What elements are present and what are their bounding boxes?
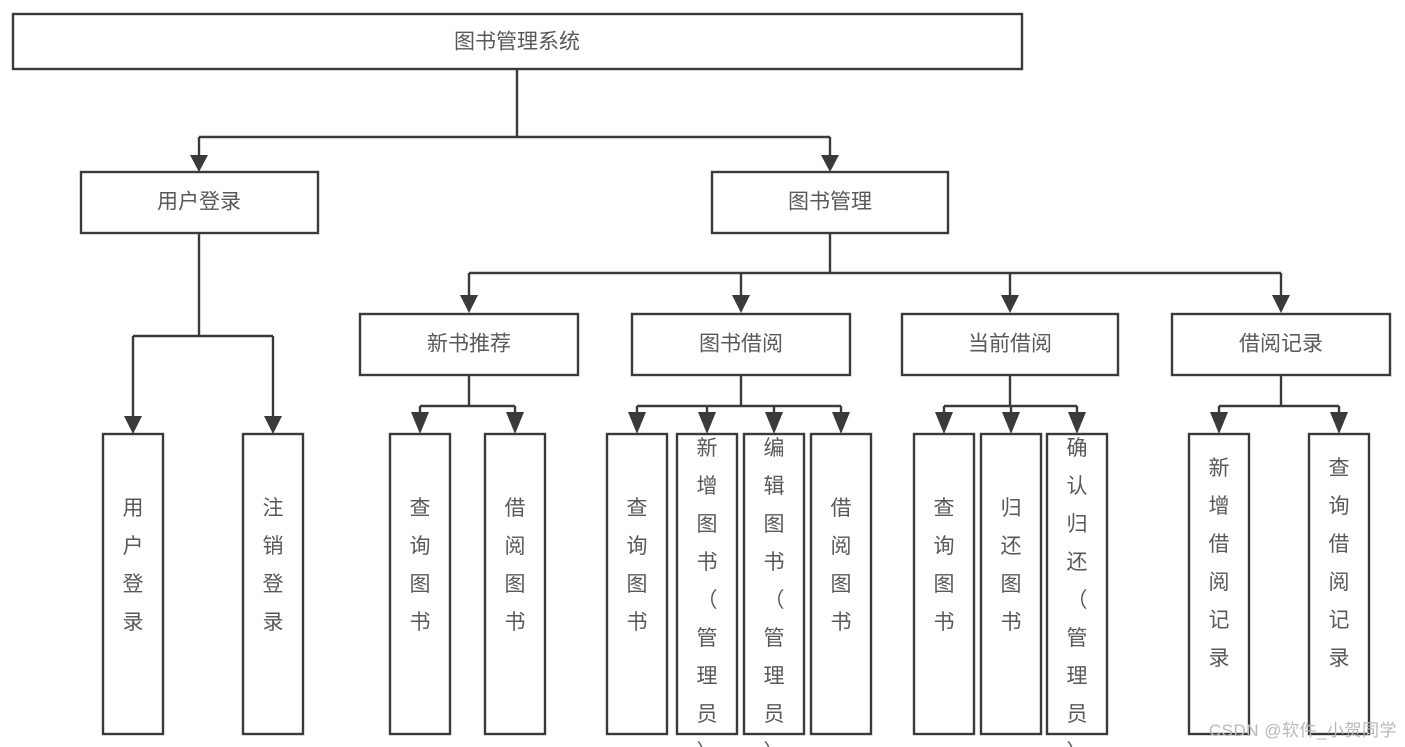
node-root[interactable]: 图书管理系统 — [11, 12, 1024, 71]
arrowhead-confirm-return — [1068, 412, 1086, 434]
connector-group-root — [190, 69, 839, 172]
arrowhead-leaf-user-login — [124, 416, 142, 434]
arrowhead-edit-book — [765, 412, 783, 434]
connector-group-new-book-rec — [411, 375, 524, 434]
node-leaf-return-book-box[interactable] — [979, 432, 1043, 736]
arrowhead-borrow-book-2 — [832, 412, 850, 434]
node-root-box[interactable] — [11, 12, 1024, 71]
node-leaf-query-book-2[interactable]: 查询图书 — [605, 432, 669, 736]
node-leaf-edit-book-box[interactable] — [742, 432, 806, 736]
node-leaf-confirm-return-box[interactable] — [1045, 432, 1109, 736]
node-leaf-add-record-box[interactable] — [1187, 432, 1251, 736]
node-leaf-add-record-label: 新增借阅记录 — [1209, 457, 1230, 670]
arrowhead-return-book — [1002, 412, 1020, 434]
node-leaf-edit-book-label: 编辑图书（管理员） — [764, 437, 785, 747]
node-leaf-logout-box[interactable] — [241, 432, 305, 736]
node-leaf-borrow-book-2[interactable]: 借阅图书 — [809, 432, 873, 736]
node-borrow-record[interactable]: 借阅记录 — [1170, 312, 1392, 377]
arrowhead-new-book-rec — [460, 295, 478, 313]
node-leaf-query-book-2-label: 查询图书 — [627, 497, 648, 634]
arrowhead-leaf-logout — [264, 416, 282, 434]
node-book-manage[interactable]: 图书管理 — [710, 170, 950, 235]
arrowhead-add-book — [698, 412, 716, 434]
node-leaf-user-login[interactable]: 用户登录 — [101, 432, 165, 736]
node-leaf-borrow-book-2-label: 借阅图书 — [831, 497, 852, 634]
node-borrow-record-label: 借阅记录 — [1239, 333, 1323, 356]
node-leaf-add-book[interactable]: 新增图书（管理员） — [675, 432, 739, 747]
connector-group-borrow-record — [1210, 375, 1348, 434]
node-book-manage-box[interactable] — [710, 170, 950, 235]
node-leaf-borrow-book-1-label: 借阅图书 — [505, 497, 526, 634]
connector-group-current-borrow — [935, 375, 1086, 434]
csdn-watermark: CSDN @软件_小贺同学 — [1208, 721, 1397, 740]
arrowhead-query-book-2 — [628, 412, 646, 434]
node-leaf-query-record-box[interactable] — [1307, 432, 1371, 736]
node-leaf-borrow-book-2-box[interactable] — [809, 432, 873, 736]
node-user-login-box[interactable] — [79, 170, 320, 235]
node-leaf-query-book-1-label: 查询图书 — [410, 497, 431, 634]
node-current-borrow-label: 当前借阅 — [968, 333, 1052, 356]
node-leaf-add-book-label: 新增图书（管理员） — [697, 437, 718, 747]
node-leaf-query-book-1[interactable]: 查询图书 — [388, 432, 452, 736]
node-leaf-add-record[interactable]: 新增借阅记录 — [1187, 432, 1251, 736]
node-book-borrow-box[interactable] — [630, 312, 852, 377]
connector-group-user-login — [124, 233, 282, 434]
node-book-borrow[interactable]: 图书借阅 — [630, 312, 852, 377]
node-current-borrow[interactable]: 当前借阅 — [900, 312, 1120, 377]
node-user-login-label: 用户登录 — [157, 191, 241, 214]
node-leaf-confirm-return[interactable]: 确认归还（管理员） — [1045, 432, 1109, 747]
node-leaf-confirm-return-label: 确认归还（管理员） — [1067, 437, 1088, 747]
arrowhead-user-login — [190, 155, 208, 172]
node-leaf-query-book-3-label: 查询图书 — [934, 497, 955, 634]
arrowhead-query-book-1 — [411, 412, 429, 434]
node-leaf-return-book-label: 归还图书 — [1001, 497, 1022, 634]
node-new-book-rec[interactable]: 新书推荐 — [358, 312, 580, 377]
node-leaf-logout-label: 注销登录 — [263, 497, 284, 634]
node-root-label: 图书管理系统 — [454, 31, 580, 54]
arrowhead-add-record — [1210, 412, 1228, 434]
arrowhead-query-book-3 — [935, 412, 953, 434]
node-leaf-query-book-3-box[interactable] — [912, 432, 976, 736]
node-leaf-logout[interactable]: 注销登录 — [241, 432, 305, 736]
arrowhead-current-borrow — [1001, 295, 1019, 313]
arrowhead-book-borrow — [732, 295, 750, 313]
node-leaf-query-record[interactable]: 查询借阅记录 — [1307, 432, 1371, 736]
node-leaf-add-book-box[interactable] — [675, 432, 739, 736]
node-leaf-user-login-label: 用户登录 — [123, 497, 144, 634]
node-new-book-rec-box[interactable] — [358, 312, 580, 377]
arrowhead-borrow-record — [1272, 295, 1290, 313]
node-leaf-query-record-label: 查询借阅记录 — [1329, 457, 1350, 670]
node-leaf-edit-book[interactable]: 编辑图书（管理员） — [742, 432, 806, 747]
node-borrow-record-box[interactable] — [1170, 312, 1392, 377]
node-leaf-query-book-3[interactable]: 查询图书 — [912, 432, 976, 736]
node-leaf-query-book-2-box[interactable] — [605, 432, 669, 736]
connector-group-book-borrow — [628, 375, 850, 434]
arrowhead-book-manage — [821, 155, 839, 172]
node-book-manage-label: 图书管理 — [788, 191, 872, 214]
node-book-borrow-label: 图书借阅 — [699, 333, 783, 356]
node-new-book-rec-label: 新书推荐 — [427, 333, 511, 356]
node-leaf-query-book-1-box[interactable] — [388, 432, 452, 736]
node-leaf-borrow-book-1[interactable]: 借阅图书 — [483, 432, 547, 736]
arrowhead-query-record — [1330, 412, 1348, 434]
node-user-login[interactable]: 用户登录 — [79, 170, 320, 235]
node-leaf-return-book[interactable]: 归还图书 — [979, 432, 1043, 736]
node-leaf-borrow-book-1-box[interactable] — [483, 432, 547, 736]
connector-group-book-manage — [460, 233, 1290, 313]
node-leaf-user-login-box[interactable] — [101, 432, 165, 736]
arrowhead-borrow-book-1 — [506, 412, 524, 434]
node-current-borrow-box[interactable] — [900, 312, 1120, 377]
